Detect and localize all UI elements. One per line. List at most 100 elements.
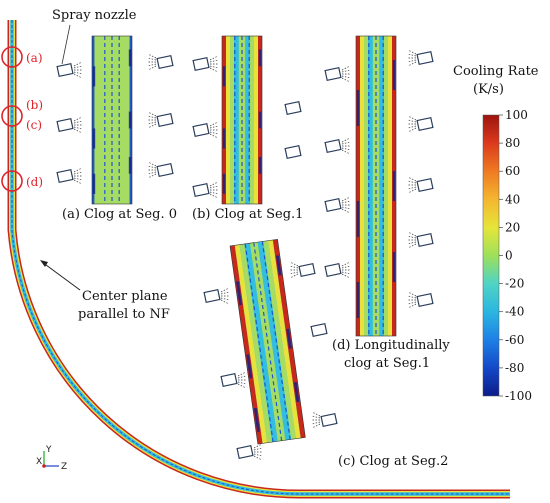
strand-cold-patch [356,282,360,318]
nozzle-spray [407,243,417,249]
spray-nozzle-icon [203,287,230,305]
strand-band [234,244,268,444]
spray-nozzle-icon [324,196,351,214]
caption-d-line1: (d) Longitudinally [332,338,450,353]
nozzle-spray [407,61,417,67]
spray-nozzle-icon [220,371,247,389]
marker-a [1,46,23,68]
nozzle-spray [407,291,417,297]
nozzle-spray [341,196,351,202]
nozzle-body [56,62,74,78]
strand-cold-patch [392,252,396,282]
nozzle-spray [220,299,230,305]
colorbar-title-line1: Cooling Rate [453,64,539,79]
nozzle-body [156,112,174,128]
nozzle-spray [341,147,351,151]
strand-band [230,36,234,204]
caption-d-line2: clog at Seg.1 [344,356,430,371]
strand-band [388,36,392,336]
colorbar-tick-label: 20 [505,220,520,234]
nozzle-spray [341,200,351,204]
colorbar: Cooling Rate (K/s) 100806040200-20-40-60… [453,64,539,403]
strand-cold-patch [293,382,300,403]
strand-panel-b [221,35,263,205]
spray-nozzle-icon [284,100,302,116]
spray-nozzle-icon [407,231,434,249]
caption-b: (b) Clog at Seg.1 [192,207,303,222]
axis-triad: Y X Z [36,445,67,472]
strand-cold-patch [128,156,132,174]
strand-band [239,243,273,443]
nozzle-body [324,138,342,154]
strand-cold-patch [92,66,96,87]
strand-outline [229,238,306,445]
nozzle-body [416,232,434,248]
nozzle-spray [311,415,321,419]
strand-band [360,36,364,336]
nozzle-spray [341,69,351,73]
colorbar-tick-label: -60 [505,333,524,347]
nozzle-spray [237,383,247,389]
strand-cold-patch [235,281,243,306]
nozzle-spray [147,115,157,119]
nozzle-spray [237,375,247,379]
nozzle-body [324,197,342,213]
strand-cold-patch [258,156,262,174]
nozzle-spray [147,111,157,117]
nozzle-body [156,162,174,178]
nozzle-spray [209,133,219,139]
colorbar-tick-label: 80 [505,136,520,150]
nozzle-spray [147,165,157,169]
strand-panel-c [229,238,306,445]
strand-cold-patch [222,66,226,87]
caption-a: (a) Clog at Seg. 0 [62,207,177,222]
nozzle-spray [253,443,263,449]
nozzle-spray [73,116,83,122]
spray-nozzle-icon [407,176,434,194]
marker-bc [1,105,23,127]
nozzle-spray [341,261,351,267]
marker-d [1,170,23,192]
nozzle-spray [407,49,417,55]
nozzle-body [192,56,210,72]
strand-cold-patch [92,173,96,194]
nozzle-spray [147,121,157,125]
nozzle-spray [341,77,351,83]
spray-nozzle-pointer [61,24,71,65]
colorbar-tick-label: 0 [505,249,513,263]
nozzle-spray [220,297,230,301]
marker-label-c: (c) [26,118,42,132]
strand-cold-patch [92,128,96,149]
center-plane-arrow [41,261,81,291]
nozzle-body [320,412,338,428]
spray-nozzles [56,49,434,461]
strand-band [356,36,360,336]
nozzle-spray [311,411,321,417]
nozzle-spray [407,188,417,194]
axis-x-dot [42,464,46,468]
strand-cold-patch [356,90,360,126]
nozzle-spray [73,126,83,130]
strand-band [384,36,388,336]
nozzle-spray [209,125,219,129]
spray-nozzle-icon [324,65,351,83]
colorbar-tick-label: -40 [505,305,524,319]
nozzle-body [416,116,434,132]
nozzle-spray [341,149,351,155]
strand-outline [91,35,133,205]
colorbar-tick-label: 100 [505,108,528,122]
spray-nozzle-icon [147,161,174,179]
nozzle-spray [73,71,83,75]
nozzle-spray [407,125,417,129]
spray-nozzle-icon [407,115,434,133]
nozzle-spray [209,59,219,63]
spray-nozzle-icon [289,261,316,279]
colorbar-tick-label: -80 [505,361,524,375]
strand-cold-patch [392,60,396,90]
nozzle-spray [147,63,157,67]
spray-nozzle-icon [407,49,434,67]
strand-cold-patch [286,328,292,349]
nozzle-spray [73,120,83,124]
nozzle-spray [209,191,219,195]
